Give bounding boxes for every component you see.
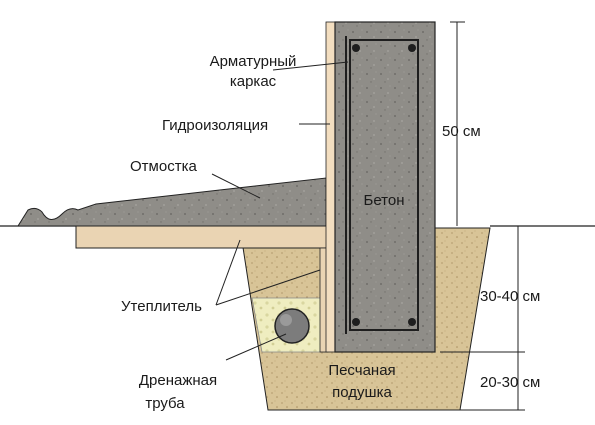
rebar-label-line1: Арматурный bbox=[210, 53, 297, 70]
concrete-label: Бетон bbox=[363, 192, 404, 209]
sand-cushion-label-line1: Песчаная bbox=[328, 362, 395, 379]
blind-area bbox=[17, 177, 327, 227]
dimension-lines bbox=[440, 21, 525, 411]
insulation-label: Утеплитель bbox=[121, 298, 202, 315]
drainage-pipe-highlight bbox=[280, 314, 292, 326]
rebar-label-line2: каркас bbox=[230, 73, 277, 90]
sand-cushion-label-line2: подушка bbox=[332, 384, 392, 401]
blind-area-label: Отмостка bbox=[130, 158, 197, 175]
drain-pipe-label-line1: Дренажная bbox=[139, 372, 217, 389]
waterproofing-layer bbox=[325, 21, 336, 353]
dimension-depth-bottom: 20-30 см bbox=[480, 374, 540, 391]
rebar-cage bbox=[345, 36, 419, 334]
insulation-slab bbox=[75, 225, 329, 249]
waterproofing-label: Гидроизоляция bbox=[162, 117, 268, 134]
drain-pipe-label-line2: труба bbox=[145, 395, 185, 412]
leader-lines bbox=[211, 61, 349, 361]
drainage-pipe bbox=[274, 308, 310, 344]
dimension-depth-mid: 30-40 см bbox=[480, 288, 540, 305]
dimension-above-ground: 50 см bbox=[442, 123, 481, 140]
rebar-rods bbox=[352, 44, 416, 326]
